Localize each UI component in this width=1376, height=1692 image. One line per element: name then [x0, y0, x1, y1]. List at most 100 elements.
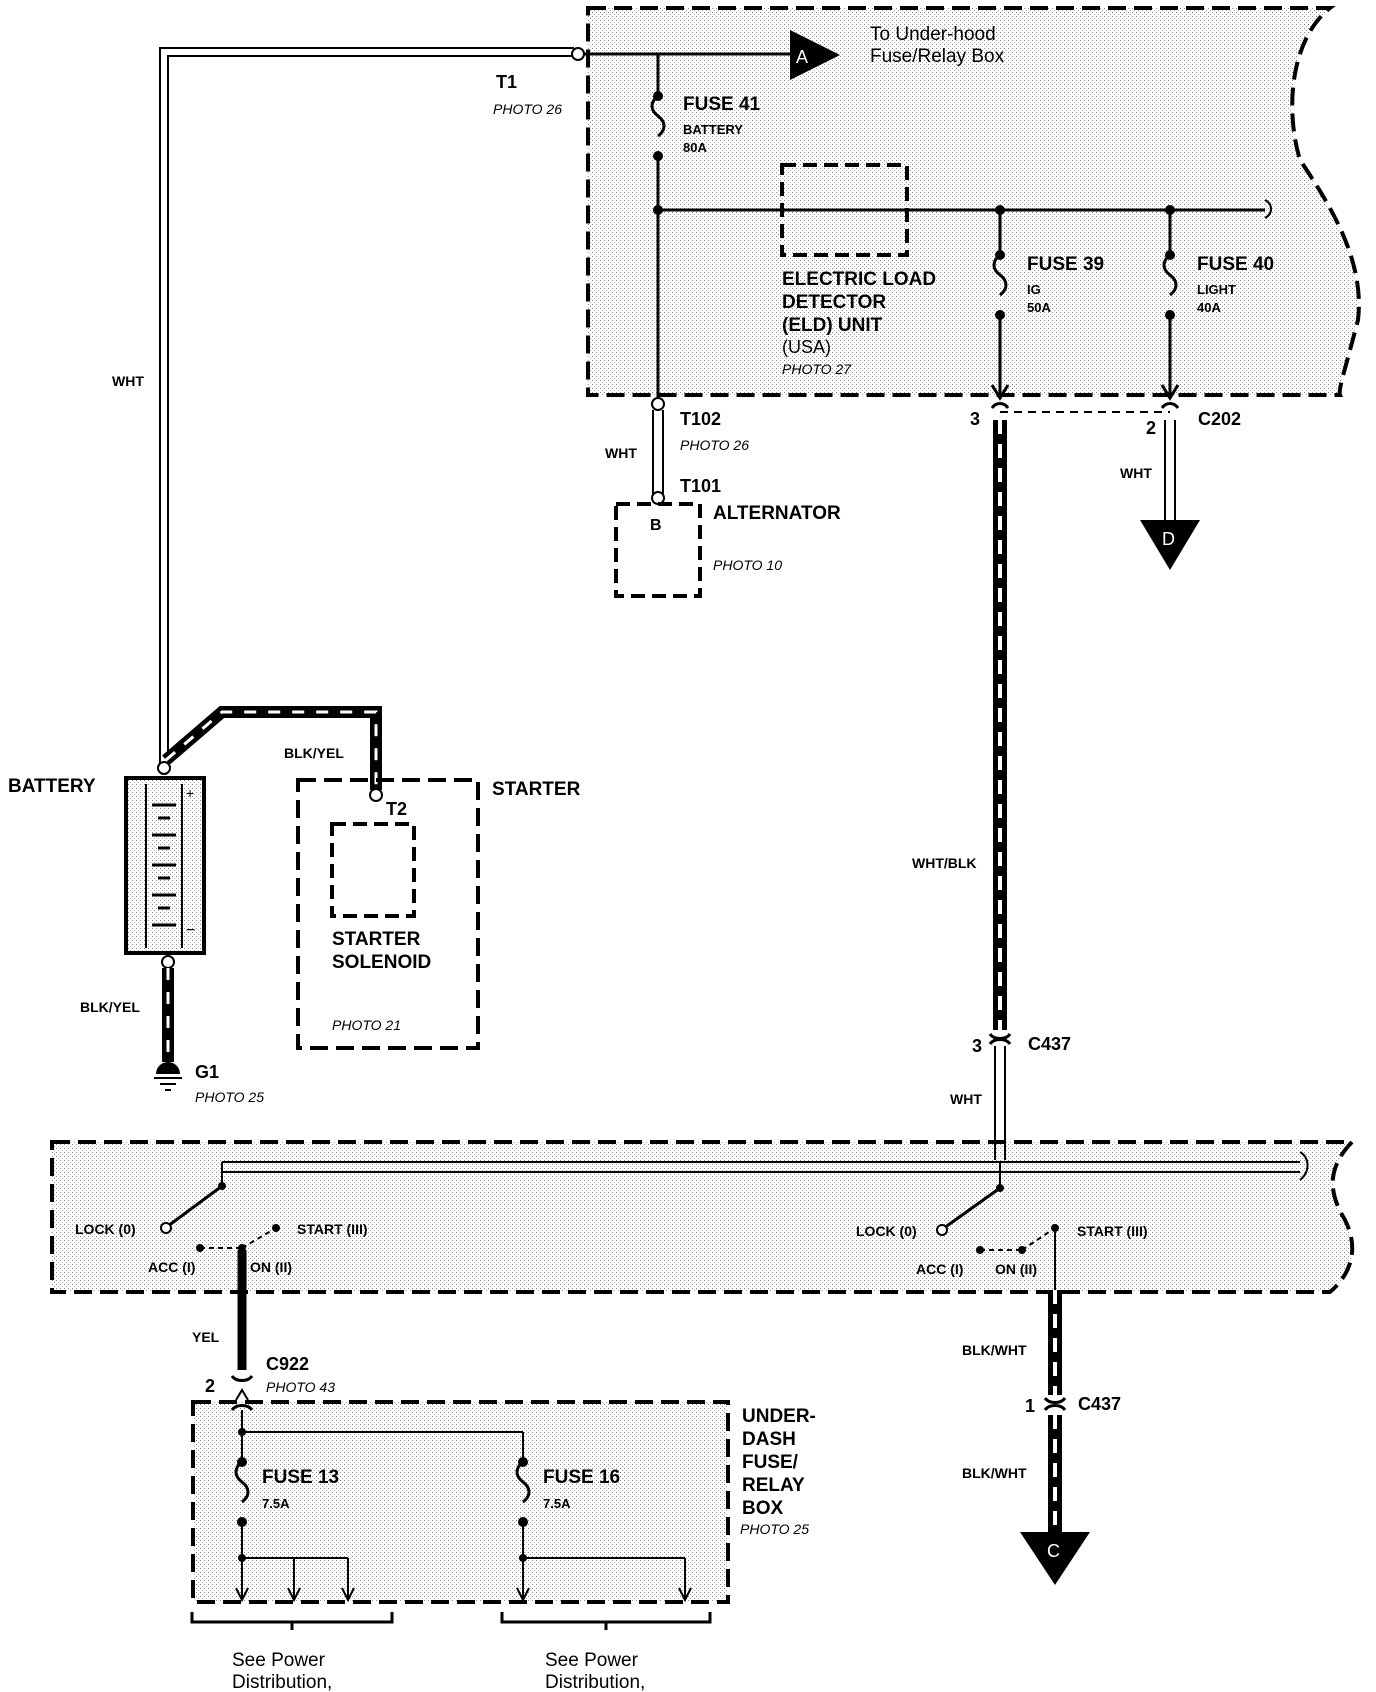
t1-terminal: [571, 47, 585, 61]
c437-pin-1: 1: [1025, 1396, 1035, 1416]
connector-d-arrow: [1140, 520, 1200, 570]
blk-yel-top-label: BLK/YEL: [284, 745, 344, 761]
g1-label: G1: [195, 1062, 219, 1082]
to-underhood-label-2: Fuse/Relay Box: [870, 46, 1005, 67]
c202-pin-3: 3: [970, 409, 980, 429]
svg-text:+: +: [186, 785, 194, 801]
brace-right: [500, 1612, 712, 1630]
c202-pin-2: 2: [1146, 418, 1156, 438]
wht-blk-label: WHT/BLK: [912, 855, 977, 871]
t1-photo: PHOTO 26: [493, 101, 562, 117]
underdash-label-2: DASH: [742, 1429, 796, 1450]
see-power-1a: See Power: [232, 1650, 326, 1671]
starter-label: STARTER: [492, 779, 581, 800]
t102-terminal: [651, 397, 665, 411]
eld-label-1: ELECTRIC LOAD: [782, 269, 936, 290]
connector-c-arrow: [1020, 1532, 1090, 1585]
ignition-switch-bus: [222, 1151, 1309, 1181]
blk-wht-top-label: BLK/WHT: [962, 1342, 1027, 1358]
connector-c-label: C: [1047, 1541, 1060, 1561]
fuse-40-name: LIGHT: [1197, 282, 1236, 297]
eld-photo: PHOTO 27: [782, 361, 852, 377]
yel-label: YEL: [192, 1329, 220, 1345]
t1-label: T1: [496, 72, 517, 92]
start-right-label: START (III): [1077, 1223, 1148, 1239]
see-power-1b: Distribution,: [232, 1672, 332, 1692]
alternator-box: [614, 502, 702, 598]
underdash-fuse-box: [191, 1400, 730, 1604]
fuse-40-rating: 40A: [1197, 300, 1221, 315]
c437-bottom-label: C437: [1078, 1394, 1121, 1414]
connector-a-label: A: [796, 47, 808, 67]
blk-yel-bottom-label: BLK/YEL: [80, 999, 140, 1015]
fuse-41-rating: 80A: [683, 140, 707, 155]
t101-label: T101: [680, 476, 721, 496]
starter-solenoid-label-2: SOLENOID: [332, 952, 431, 973]
underdash-photo: PHOTO 25: [740, 1521, 809, 1537]
battery-label: BATTERY: [8, 776, 96, 797]
acc-left-label: ACC (I): [148, 1259, 195, 1275]
see-power-2b: Distribution,: [545, 1672, 645, 1692]
see-power-2a: See Power: [545, 1650, 639, 1671]
fuse-13-label: FUSE 13: [262, 1467, 339, 1488]
t102-label: T102: [680, 409, 721, 429]
eld-unit: [780, 163, 909, 257]
wht-battery-wire: [159, 47, 574, 765]
blk-wht-bottom-label: BLK/WHT: [962, 1465, 1027, 1481]
fuse-41-symbol: [650, 94, 666, 138]
left-switch-blade: [167, 1184, 223, 1228]
starter-solenoid-box: [330, 822, 416, 918]
wht-alt-label: WHT: [605, 445, 637, 461]
c922-pin: 2: [205, 1376, 215, 1396]
ground-g1-icon: [154, 1062, 182, 1091]
blk-yel-starter-wire: [162, 706, 382, 790]
on-left-label: ON (II): [250, 1259, 292, 1275]
c922-label: C922: [266, 1354, 309, 1374]
fuse-41-label: FUSE 41: [683, 94, 761, 115]
underdash-label-1: UNDER-: [742, 1406, 816, 1427]
starter-solenoid-label-1: STARTER: [332, 929, 421, 950]
lock-right-label: LOCK (0): [856, 1223, 917, 1239]
fuse-41-name: BATTERY: [683, 122, 743, 137]
eld-label-2: DETECTOR: [782, 292, 886, 313]
c437-pin-3: 3: [972, 1036, 982, 1056]
alternator-pin: B: [650, 517, 662, 534]
t102-photo: PHOTO 26: [680, 437, 749, 453]
lock-left-label: LOCK (0): [75, 1221, 136, 1237]
fuse-13-rating: 7.5A: [262, 1496, 290, 1511]
right-switch-blade: [943, 1186, 1001, 1230]
fuse-39-name: IG: [1027, 282, 1041, 297]
wht-c437-label: WHT: [950, 1091, 982, 1107]
fuse-40-symbol: [1162, 253, 1178, 297]
fuse-13-symbol: [234, 1460, 250, 1504]
fuse-39-label: FUSE 39: [1027, 254, 1104, 275]
g1-photo: PHOTO 25: [195, 1089, 264, 1105]
t2-label: T2: [386, 799, 407, 819]
connector-d-label: D: [1162, 529, 1175, 549]
on-right-label: ON (II): [995, 1261, 1037, 1277]
brace-left: [190, 1612, 394, 1630]
t2-terminal: [369, 788, 383, 802]
underdash-label-4: RELAY: [742, 1475, 805, 1496]
fuse-40-label: FUSE 40: [1197, 254, 1274, 275]
ignition-switch-box: [50, 1140, 1357, 1294]
underdash-label-5: BOX: [742, 1498, 784, 1519]
fuse-16-label: FUSE 16: [543, 1467, 620, 1488]
alternator-label: ALTERNATOR: [713, 503, 841, 524]
to-underhood-label-1: To Under-hood: [870, 24, 996, 45]
underdash-label-3: FUSE/: [742, 1452, 799, 1473]
c437-top-label: C437: [1028, 1034, 1071, 1054]
connector-a-arrow: [790, 30, 840, 80]
fuse-16-rating: 7.5A: [543, 1496, 571, 1511]
fuse-39-rating: 50A: [1027, 300, 1051, 315]
svg-text:−: −: [186, 922, 195, 939]
fuse-16-symbol: [515, 1460, 531, 1504]
alternator-photo: PHOTO 10: [713, 557, 782, 573]
c922-photo: PHOTO 43: [266, 1379, 335, 1395]
c202-label: C202: [1198, 409, 1241, 429]
wht-d-label: WHT: [1120, 465, 1152, 481]
starter-box: [296, 778, 480, 1050]
underhood-fuse-box: [586, 6, 1361, 397]
acc-right-label: ACC (I): [916, 1261, 963, 1277]
